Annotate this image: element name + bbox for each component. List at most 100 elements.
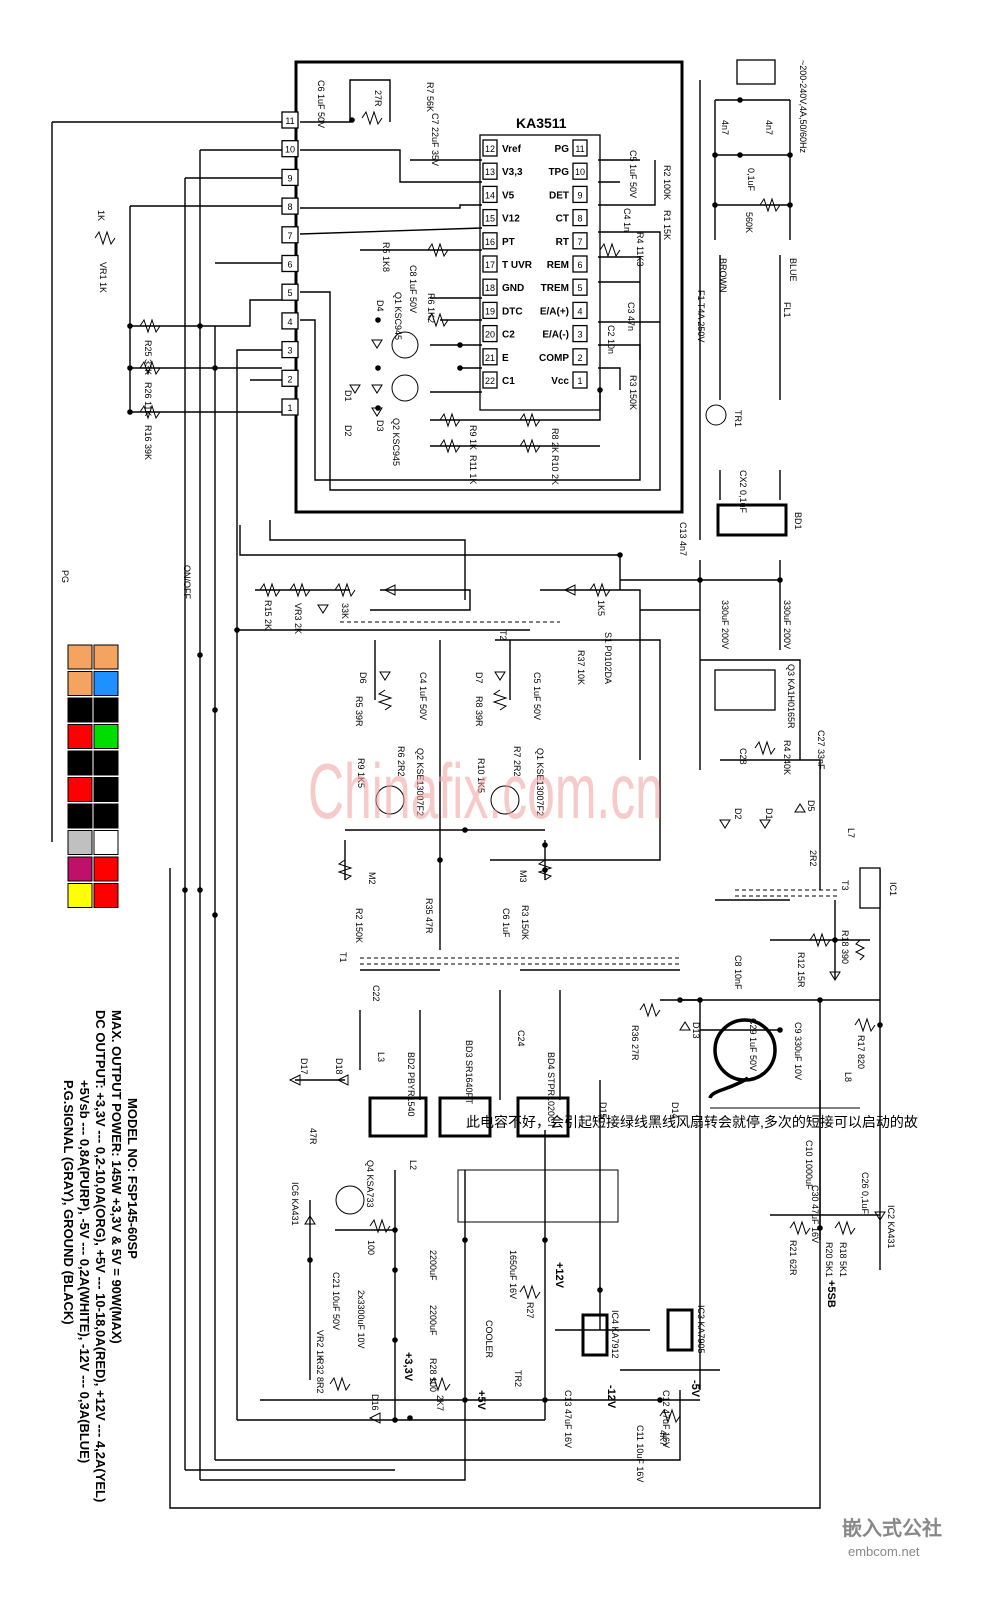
component-label-c9: C9 330uF 10V xyxy=(793,1022,803,1080)
junction-dot xyxy=(212,707,218,713)
component-label-d2: D2 xyxy=(343,425,353,437)
component-label-c4n7a: 4n7 xyxy=(720,120,730,135)
connector-pin-number: 10 xyxy=(285,145,295,155)
ka3511-pin-19 xyxy=(482,301,498,320)
component-label-c22: C22 xyxy=(371,985,381,1002)
component-label-l3: L3 xyxy=(376,1052,386,1062)
component-label-c3: C3 47n xyxy=(626,302,636,331)
ka3511-pin-number: 18 xyxy=(485,283,495,293)
transformer-symbols xyxy=(340,621,860,1109)
junction-dot xyxy=(737,97,743,103)
q3-ic-body xyxy=(714,669,776,711)
component-label-r27: 27R xyxy=(373,90,383,107)
ka3511-pin-label: RT xyxy=(556,237,569,248)
junction-dots xyxy=(127,97,883,1423)
component-label-r1k: 1K xyxy=(96,210,106,221)
ic4-regulator xyxy=(581,1313,609,1357)
ka3511-pin-22 xyxy=(482,371,498,389)
ka3511-pin-number: 7 xyxy=(577,237,582,247)
junction-dot xyxy=(542,1237,548,1243)
junction-dot xyxy=(542,1397,548,1403)
model-info-line: MODEL NO: FSP145-60SP xyxy=(125,1098,140,1259)
ka3511-pin-number: 11 xyxy=(575,144,584,154)
ka3511-pin-label: C2 xyxy=(502,330,515,341)
component-label-r4b: R4 240K xyxy=(782,740,792,775)
connector-pin-number: 3 xyxy=(287,346,292,356)
component-label-m3: M3 xyxy=(518,870,528,883)
ka3511-pin-label: Vref xyxy=(502,144,522,155)
ka3511-pin-number: 20 xyxy=(485,330,495,340)
connector-wire-swatch xyxy=(93,750,119,776)
tr1-thermistor xyxy=(705,404,727,426)
ka3511-pin-16 xyxy=(482,232,498,250)
junction-dot xyxy=(712,152,718,158)
connector-pin-number: 7 xyxy=(287,231,292,241)
component-label-q1b: Q1 KSE13007F2 xyxy=(535,748,545,816)
ka3511-pin-number: 6 xyxy=(577,260,582,270)
component-label-d4: D4 xyxy=(375,300,385,312)
junction-dot xyxy=(737,152,743,158)
junction-dot xyxy=(462,1237,468,1243)
connector-wire-swatch xyxy=(67,697,93,723)
ka3511-pin-number: 1 xyxy=(577,376,582,386)
ka3511-pin-label: C1 xyxy=(502,376,515,387)
connector-wire-swatch xyxy=(93,777,119,802)
component-label-d18: D18 xyxy=(334,1058,344,1075)
component-label-c4n7b: 4n7 xyxy=(764,120,774,135)
annotation-arrow xyxy=(708,1076,749,1099)
ka3511-pin-number: 21 xyxy=(485,353,495,363)
component-label-l7: L7 xyxy=(846,828,856,838)
component-label-ic3: IC3 KA7905 xyxy=(696,1305,706,1354)
connector-pin-number: 9 xyxy=(287,173,292,183)
component-label-q3: Q3 KA1H0165R xyxy=(786,664,796,729)
component-label-c2: C2 10n xyxy=(606,325,616,354)
connector-wire-swatch xyxy=(67,830,93,855)
junction-dot xyxy=(349,117,355,123)
junction-dot xyxy=(234,627,240,633)
component-label-r3: R3 150K xyxy=(628,375,638,410)
site-logo-url: embcom.net xyxy=(848,1544,920,1559)
ka3511-pin-number: 5 xyxy=(577,283,582,293)
connector-wire-swatch xyxy=(67,777,93,802)
component-label-bd2: BD2 PBYR1540 xyxy=(406,1052,416,1117)
junction-dot xyxy=(437,857,443,863)
connector-wire-swatch xyxy=(67,644,93,670)
component-label-c4: C4 1n xyxy=(622,208,632,232)
component-label-cx2: CX2 0,1uF xyxy=(738,470,748,514)
component-label-r10b: R10 1K5 xyxy=(476,758,486,793)
connector-wire-swatch xyxy=(93,644,119,670)
junction-dot xyxy=(182,887,188,893)
connector-wire-swatch xyxy=(67,671,93,696)
ka3511-pin-label: REM xyxy=(547,260,569,271)
connector-pin-number: 8 xyxy=(287,202,292,212)
component-label-c13: C13 47uF 16V xyxy=(563,1390,573,1448)
component-label-r2k7: 2K7 xyxy=(435,1395,445,1411)
connector-pin-number: 5 xyxy=(287,288,292,298)
component-label-t2: T2 xyxy=(498,630,508,641)
ka3511-pin-label: E/A(-) xyxy=(542,330,569,341)
junction-dot xyxy=(127,365,133,371)
connector-pin-10 xyxy=(281,140,299,158)
junction-dot xyxy=(597,387,603,393)
component-label-r6: R6 1K2 xyxy=(426,293,436,323)
component-label-mains: ~200-240V,4A,50/60Hz xyxy=(798,60,808,153)
component-label-c28: C28 xyxy=(738,748,748,765)
component-label-r36: R36 27R xyxy=(630,1025,640,1061)
ka3511-pin-number: 2 xyxy=(577,353,582,363)
ic1-optocoupler xyxy=(859,867,881,909)
junction-dot xyxy=(777,1027,783,1033)
component-label-r12: R12 15R xyxy=(796,952,806,988)
component-label-c2200a: 2200uF xyxy=(428,1250,438,1281)
component-label-bd1: BD1 xyxy=(793,512,803,530)
connector-pin-1 xyxy=(281,398,299,416)
component-label-d7: D7 xyxy=(474,672,484,684)
component-label-c29: C29 1uF 50V xyxy=(748,1018,758,1071)
component-label-fl1: FL1 xyxy=(782,302,792,318)
component-label-r32: R32 8R2 xyxy=(315,1358,325,1394)
component-label-r26: R26 11K xyxy=(143,382,153,416)
ka3511-pin-11 xyxy=(572,139,588,157)
connector-wire-swatch xyxy=(67,724,93,749)
model-info-line: DC OUTPUT: +3,3V --- 0,2-10,0A(ORG), +5V… xyxy=(93,1010,108,1502)
